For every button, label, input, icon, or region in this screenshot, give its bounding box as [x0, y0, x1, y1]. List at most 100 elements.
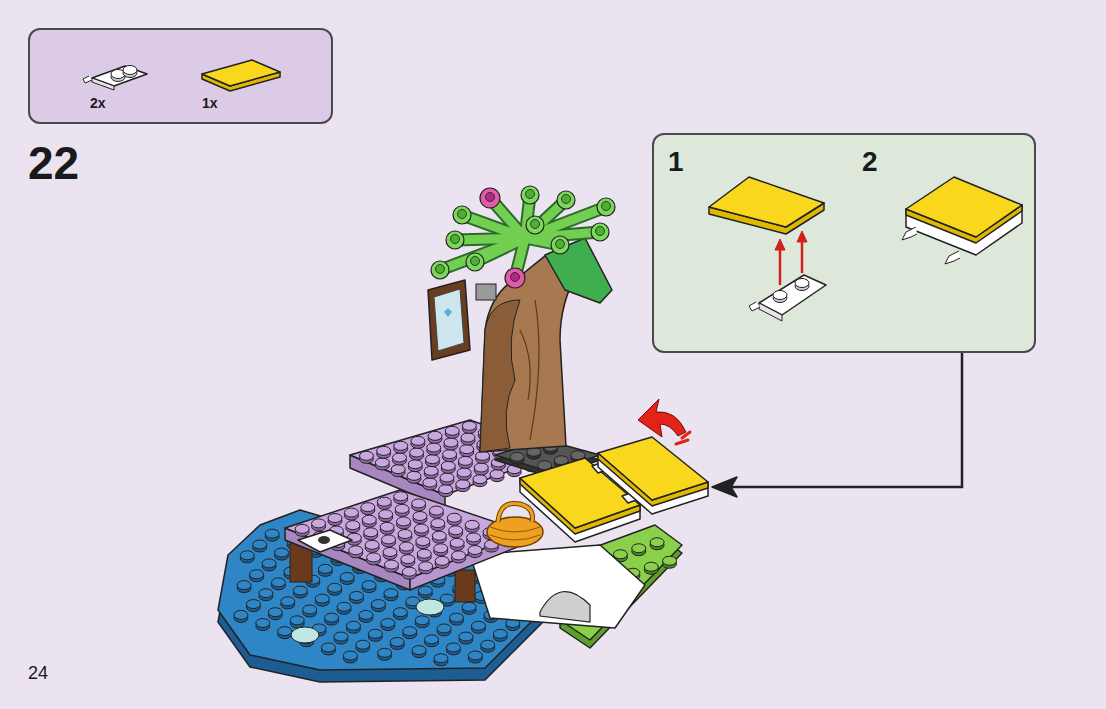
- stud: [398, 530, 412, 539]
- stud: [461, 433, 475, 442]
- stud: [321, 643, 335, 652]
- stud: [334, 632, 348, 641]
- stud: [346, 521, 360, 530]
- tree-trunk-shade: [480, 300, 520, 452]
- stud: [428, 431, 442, 440]
- stud: [382, 535, 396, 544]
- stud: [346, 621, 360, 630]
- stud: [441, 461, 455, 470]
- wall-arch: [540, 592, 590, 622]
- stud: [795, 279, 809, 288]
- stud: [444, 438, 458, 447]
- stud: [344, 508, 358, 517]
- leg: [455, 570, 475, 602]
- stud: [427, 443, 441, 452]
- jumper-stud: [318, 536, 330, 544]
- stud: [395, 504, 409, 513]
- stud: [401, 555, 415, 564]
- stud: [375, 458, 389, 467]
- stud: [439, 485, 453, 494]
- stud: [459, 632, 473, 641]
- stud: [493, 629, 507, 638]
- stud: [391, 465, 405, 474]
- stud: [445, 426, 459, 435]
- stud: [412, 646, 426, 655]
- stud: [356, 640, 370, 649]
- stud: [312, 519, 326, 528]
- leader-arrowhead: [712, 477, 737, 497]
- leaf-tip: [526, 216, 544, 234]
- stud: [473, 475, 487, 484]
- stud: [350, 591, 364, 600]
- parts-list-box: 2x 1x: [28, 28, 333, 124]
- stud: [462, 602, 476, 611]
- stud: [383, 548, 397, 557]
- part-quantity: 1x: [202, 96, 218, 111]
- stud: [411, 436, 425, 445]
- stud: [450, 538, 464, 547]
- stud: [408, 460, 422, 469]
- sign-panel: [434, 289, 464, 351]
- stud-top: [562, 195, 571, 204]
- stud: [364, 528, 378, 537]
- stud: [295, 524, 309, 533]
- stud: [510, 452, 524, 461]
- stud: [443, 450, 457, 459]
- stud: [435, 556, 449, 565]
- foliage: [431, 186, 615, 288]
- stud: [403, 627, 417, 636]
- stud: [379, 510, 393, 519]
- stud: [371, 600, 385, 609]
- stud: [281, 597, 295, 606]
- stud: [432, 531, 446, 540]
- stud: [413, 512, 427, 521]
- stud: [246, 600, 260, 609]
- stud: [434, 544, 448, 553]
- stud: [394, 492, 408, 501]
- basket-weave: [490, 527, 540, 540]
- stud: [412, 499, 426, 508]
- plate-side: [759, 303, 782, 321]
- stud: [462, 421, 476, 430]
- stud: [303, 605, 317, 614]
- stud: [394, 441, 408, 450]
- stud: [468, 651, 482, 660]
- stud: [256, 619, 270, 628]
- tile-top: [202, 60, 280, 86]
- stud: [240, 551, 254, 560]
- stud: [434, 654, 448, 663]
- stud: [416, 537, 430, 546]
- stud: [123, 66, 137, 75]
- trans-stud: [416, 599, 444, 615]
- basket-handle: [498, 503, 533, 522]
- stud: [250, 570, 264, 579]
- stud: [290, 616, 304, 625]
- stud: [417, 549, 431, 558]
- stud: [384, 589, 398, 598]
- leaf-tip: [453, 206, 471, 224]
- leaf-tip: [446, 231, 464, 249]
- part-quantity: 2x: [90, 96, 106, 111]
- stud: [773, 291, 787, 300]
- leaf-tip: [521, 186, 539, 204]
- sub-assembly-callout: 12: [652, 133, 1036, 353]
- sign-frame: [428, 280, 470, 360]
- stud: [268, 608, 282, 617]
- stud: [410, 448, 424, 457]
- stud: [380, 522, 394, 531]
- stud: [293, 586, 307, 595]
- stud: [377, 446, 391, 455]
- stud: [368, 629, 382, 638]
- stud: [449, 526, 463, 535]
- stud: [663, 556, 677, 565]
- stud: [425, 635, 439, 644]
- stud: [650, 538, 664, 547]
- stud: [446, 643, 460, 652]
- assembly-arrowhead: [775, 239, 785, 250]
- stud: [325, 613, 339, 622]
- stud: [450, 613, 464, 622]
- stud: [481, 640, 495, 649]
- stud: [613, 550, 627, 559]
- stud: [378, 648, 392, 657]
- white-wall: [470, 545, 645, 628]
